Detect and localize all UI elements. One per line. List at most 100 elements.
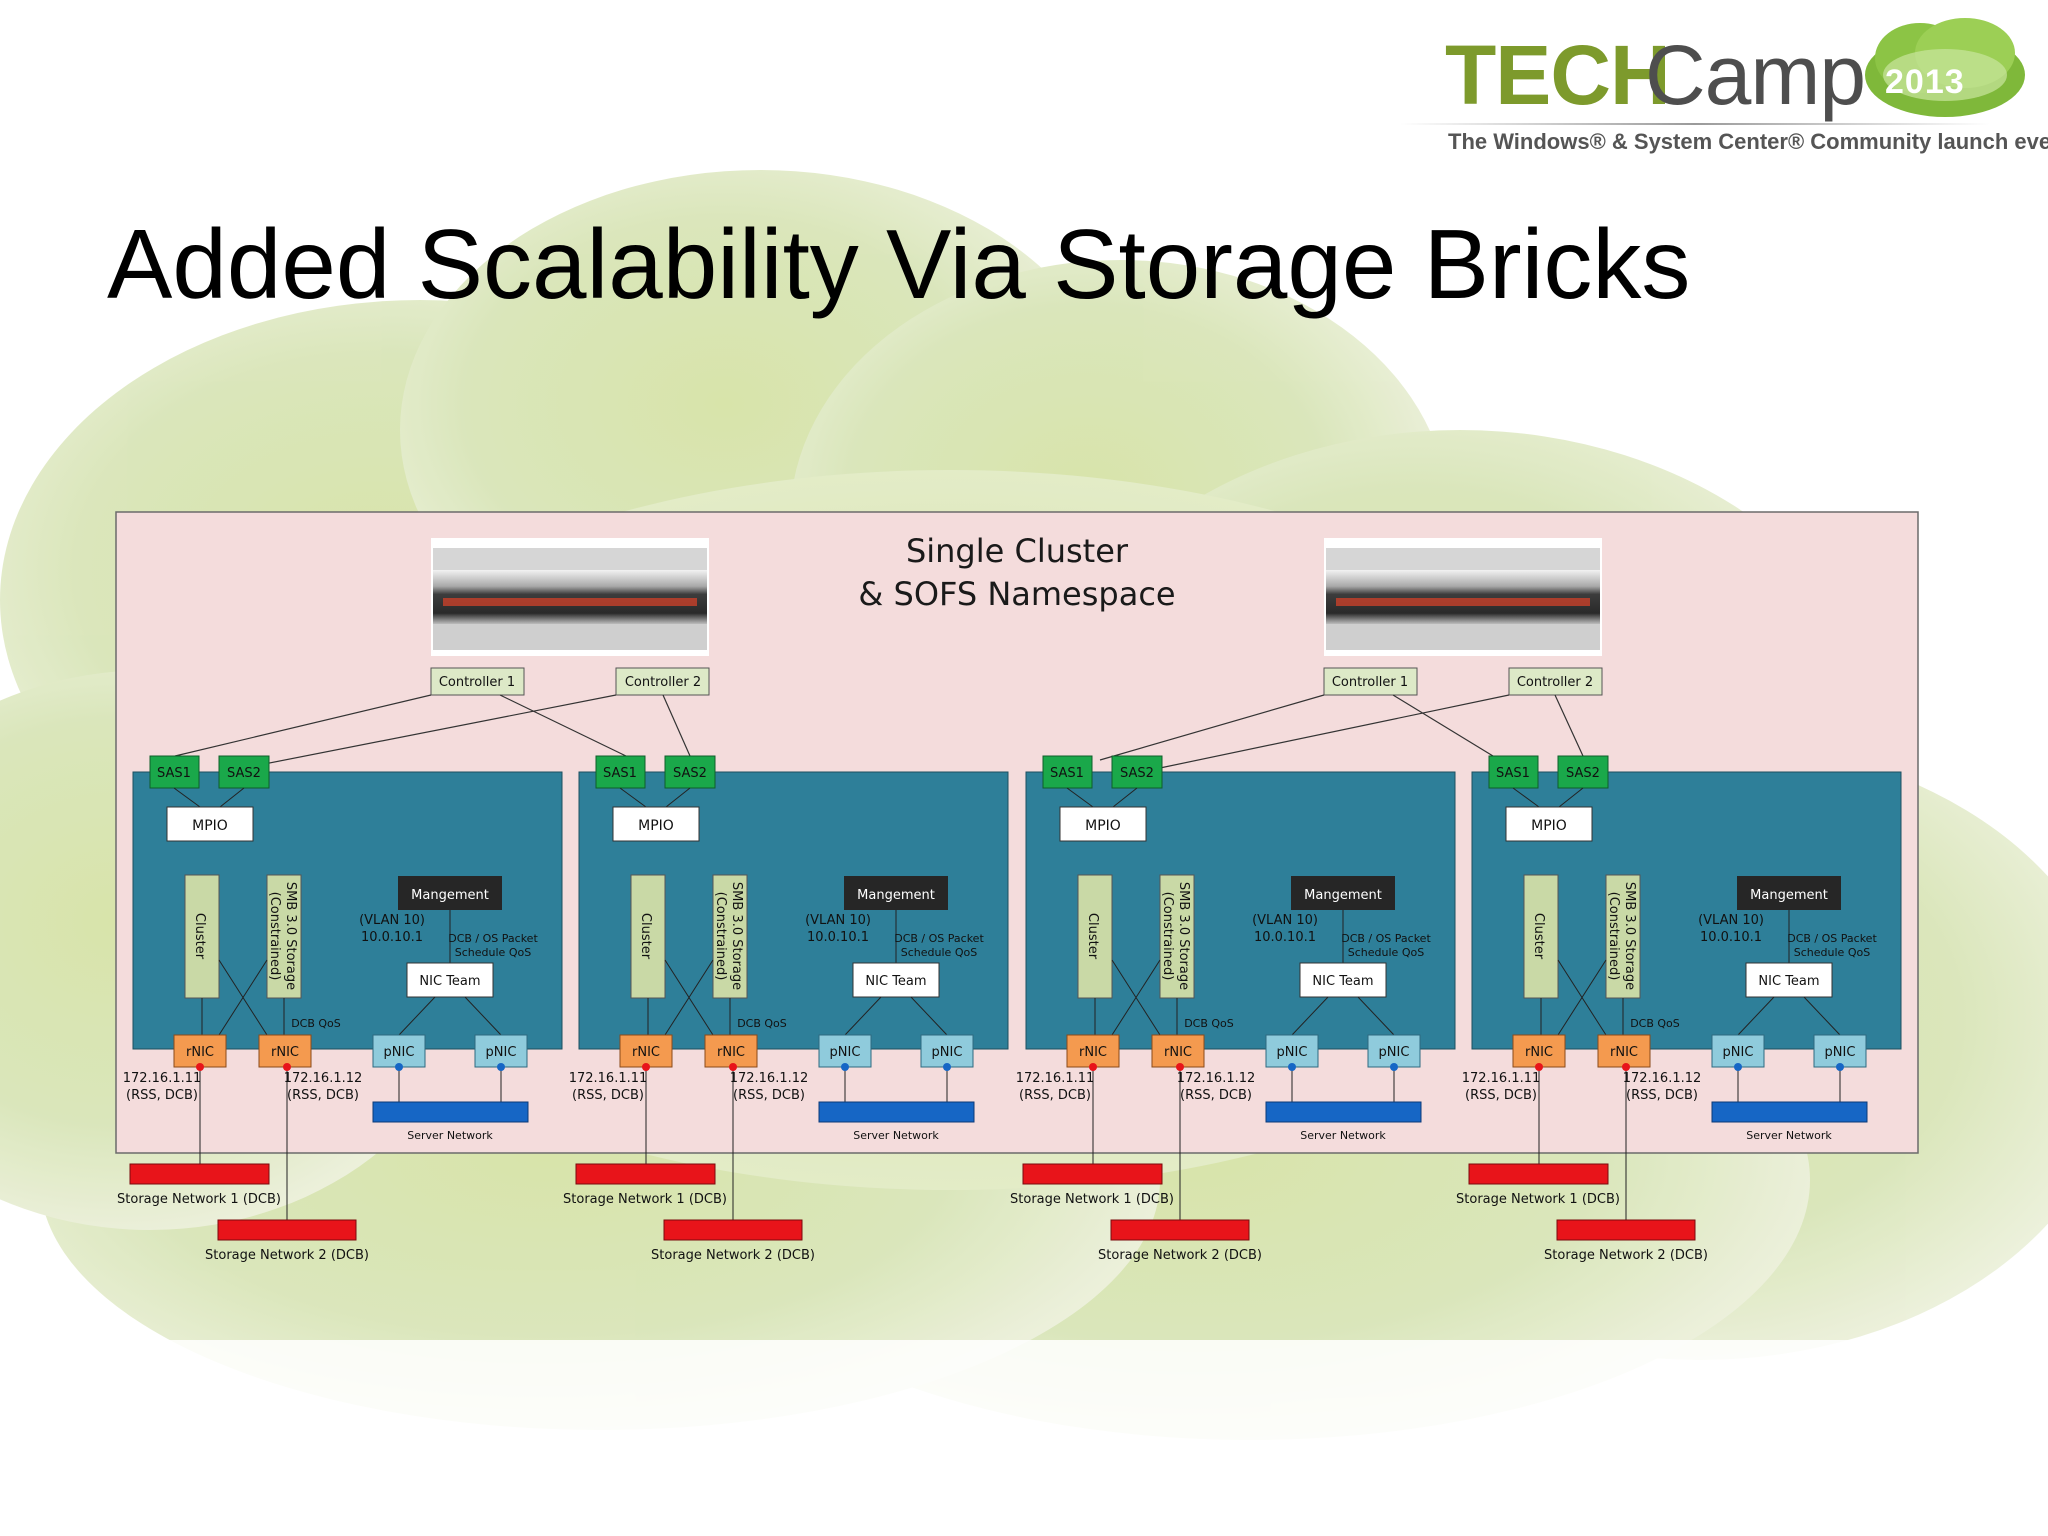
vlan-label: (VLAN 10) (1698, 913, 1764, 928)
rnic-ip: 172.16.1.11 (123, 1071, 202, 1086)
vlan-label: (VLAN 10) (805, 913, 871, 928)
vlan-label: (VLAN 10) (359, 913, 425, 928)
sas-cabling (1099, 694, 1584, 769)
storage-network1-label: Storage Network 1 (DCB) (117, 1192, 281, 1207)
pnic-label: pNIC (384, 1045, 415, 1060)
rnic-label: rNIC (632, 1045, 660, 1060)
storage-network2-label: Storage Network 2 (DCB) (1544, 1248, 1708, 1263)
sas-label: SAS1 (1050, 766, 1084, 781)
vlan-ip: 10.0.10.1 (1700, 930, 1762, 945)
dcb-os-qos-label: DCB / OS Packet (1341, 932, 1431, 945)
dcb-os-qos-label: DCB / OS Packet (1787, 932, 1877, 945)
rnic-ip: 172.16.1.11 (1462, 1071, 1541, 1086)
rnic-label: rNIC (271, 1045, 299, 1060)
controller-label: Controller 2 (1517, 675, 1593, 690)
node: SAS1 SAS2 MPIO Cluster SMB 3.0 Storage (… (1456, 755, 1902, 1263)
rnic-ip: 172.16.1.12 (1623, 1071, 1702, 1086)
dcb-os-qos-sublabel: Schedule QoS (455, 946, 531, 959)
nic-team-label: NIC Team (1758, 974, 1819, 989)
dcb-os-qos-sublabel: Schedule QoS (901, 946, 977, 959)
rnic-mode: (RSS, DCB) (1626, 1088, 1698, 1103)
dcb-qos-label: DCB QoS (1184, 1017, 1234, 1030)
rnic-mode: (RSS, DCB) (733, 1088, 805, 1103)
pnic-label: pNIC (1379, 1045, 1410, 1060)
nic-team-label: NIC Team (865, 974, 926, 989)
storage-network2-label: Storage Network 2 (DCB) (205, 1248, 369, 1263)
sas-label: SAS2 (227, 766, 261, 781)
nic-team-label: NIC Team (419, 974, 480, 989)
smb-storage-sublabel: (Constrained) (1160, 892, 1175, 981)
rnic-label: rNIC (1525, 1045, 1553, 1060)
dcb-qos-label: DCB QoS (737, 1017, 787, 1030)
storage-network1-label: Storage Network 1 (DCB) (1010, 1192, 1174, 1207)
smb-storage-label: SMB 3.0 Storage (1622, 882, 1637, 990)
smb-storage-label: SMB 3.0 Storage (1176, 882, 1191, 990)
controller-label: Controller 1 (439, 675, 515, 690)
management-label: Mangement (1750, 888, 1828, 903)
cluster-title-line2: & SOFS Namespace (858, 575, 1175, 613)
dcb-os-qos-sublabel: Schedule QoS (1794, 946, 1870, 959)
node: SAS1 SAS2 MPIO Cluster SMB 3.0 Storage (… (117, 755, 563, 1263)
sas-cabling (174, 694, 691, 769)
controller-label: Controller 2 (625, 675, 701, 690)
controller-box: Controller 2 (1508, 667, 1603, 696)
vlan-label: (VLAN 10) (1252, 913, 1318, 928)
logo-brand-tech: TECH (1445, 28, 1671, 122)
cluster-label: Cluster (1531, 913, 1546, 960)
rnic-ip: 172.16.1.12 (284, 1071, 363, 1086)
rnic-label: rNIC (1610, 1045, 1638, 1060)
rnic-ip: 172.16.1.12 (730, 1071, 809, 1086)
cluster-label: Cluster (638, 913, 653, 960)
smb-storage-label: SMB 3.0 Storage (283, 882, 298, 990)
rnic-label: rNIC (1164, 1045, 1192, 1060)
mpio-label: MPIO (192, 818, 228, 834)
cluster-label: Cluster (192, 913, 207, 960)
storage-enclosure (1324, 538, 1602, 656)
cluster-title-line1: Single Cluster (906, 532, 1129, 570)
logo-brand-camp: Camp (1645, 28, 1866, 122)
dcb-qos-label: DCB QoS (291, 1017, 341, 1030)
smb-storage-sublabel: (Constrained) (267, 892, 282, 981)
server-network-label: Server Network (853, 1129, 939, 1142)
rnic-mode: (RSS, DCB) (572, 1088, 644, 1103)
logo-tagline: The Windows® & System Center® Community … (1448, 129, 2048, 154)
mpio-label: MPIO (1085, 818, 1121, 834)
rnic-ip: 172.16.1.11 (1016, 1071, 1095, 1086)
cluster-label: Cluster (1085, 913, 1100, 960)
mpio-label: MPIO (1531, 818, 1567, 834)
dcb-os-qos-label: DCB / OS Packet (894, 932, 984, 945)
smb-storage-sublabel: (Constrained) (1606, 892, 1621, 981)
sas-label: SAS1 (157, 766, 191, 781)
controller-label: Controller 1 (1332, 675, 1408, 690)
pnic-label: pNIC (1723, 1045, 1754, 1060)
smb-storage-label: SMB 3.0 Storage (729, 882, 744, 990)
logo-year: 2013 (1885, 63, 1965, 101)
node: SAS1 SAS2 MPIO Cluster SMB 3.0 Storage (… (563, 755, 1009, 1263)
sas-label: SAS1 (603, 766, 637, 781)
sas-label: SAS1 (1496, 766, 1530, 781)
rnic-label: rNIC (717, 1045, 745, 1060)
pnic-label: pNIC (932, 1045, 963, 1060)
logo-cloud-icon (1865, 18, 2025, 117)
dcb-os-qos-sublabel: Schedule QoS (1348, 946, 1424, 959)
rnic-ip: 172.16.1.12 (1177, 1071, 1256, 1086)
pnic-label: pNIC (1825, 1045, 1856, 1060)
controller-box: Controller 1 (1323, 667, 1418, 696)
sas-label: SAS2 (673, 766, 707, 781)
server-network-label: Server Network (1746, 1129, 1832, 1142)
rnic-mode: (RSS, DCB) (1465, 1088, 1537, 1103)
sas-label: SAS2 (1566, 766, 1600, 781)
pnic-label: pNIC (1277, 1045, 1308, 1060)
server-network-label: Server Network (407, 1129, 493, 1142)
storage-network1-label: Storage Network 1 (DCB) (563, 1192, 727, 1207)
vlan-ip: 10.0.10.1 (361, 930, 423, 945)
vlan-ip: 10.0.10.1 (807, 930, 869, 945)
controller-box: Controller 1 (430, 667, 525, 696)
rnic-mode: (RSS, DCB) (1019, 1088, 1091, 1103)
rnic-mode: (RSS, DCB) (287, 1088, 359, 1103)
nic-team-label: NIC Team (1312, 974, 1373, 989)
management-label: Mangement (857, 888, 935, 903)
techcamp-logo: TECH Camp 2013 The Windows® & System Cen… (1380, 5, 2048, 175)
storage-network2-label: Storage Network 2 (DCB) (1098, 1248, 1262, 1263)
